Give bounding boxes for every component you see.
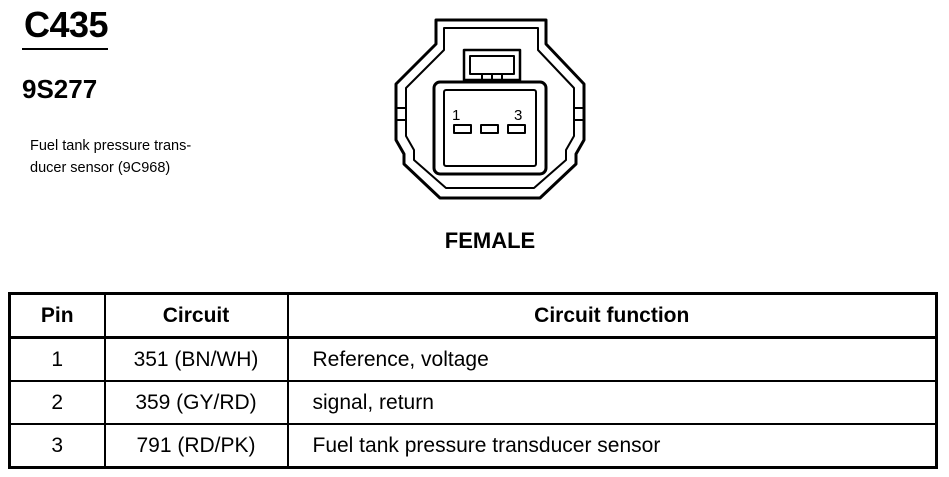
pin-2-terminal [480, 124, 499, 134]
description-line-1: Fuel tank pressure trans- [30, 138, 192, 154]
connector-gender-label: FEMALE [444, 228, 536, 253]
pin-3-terminal [507, 124, 526, 134]
circuit-cell: 351 (BN/WH) [103, 336, 289, 382]
connector-description: Fuel tank pressure trans- ducer sensor (… [30, 135, 250, 179]
connector-code: C435 [24, 4, 109, 45]
circuit-cell: 359 (GY/RD) [103, 380, 289, 425]
header-circuit: Circuit [103, 292, 289, 339]
function-cell: signal, return [286, 380, 938, 425]
latch-inner [469, 55, 515, 75]
function-cell: Reference, voltage [286, 336, 938, 382]
connector-inner-shell [405, 27, 575, 189]
pin-cell: 3 [8, 423, 106, 469]
pin-cell: 2 [8, 380, 106, 425]
pin-1-label: 1 [452, 107, 460, 124]
connector-outer-shell [394, 18, 586, 200]
header-pin: Pin [8, 292, 106, 339]
connector-face-diagram: 1 3 [394, 18, 586, 200]
header-circuit-function: Circuit function [286, 292, 938, 339]
side-notch-right [574, 107, 584, 121]
part-number: 9S277 [22, 74, 98, 104]
circuit-cell: 791 (RD/PK) [103, 423, 289, 469]
terminal-cavity-outer [432, 80, 548, 176]
pin-1-terminal [453, 124, 472, 134]
pin-3-label: 3 [514, 107, 522, 124]
side-notch-left [396, 107, 406, 121]
pin-circuit-table: Pin Circuit Circuit function 1 351 (BN/W… [8, 292, 938, 469]
table-row: 1 351 (BN/WH) Reference, voltage [8, 336, 938, 382]
terminal-cavity-inner [443, 89, 537, 167]
table-header-row: Pin Circuit Circuit function [8, 292, 938, 339]
title-underline [22, 48, 108, 50]
function-cell: Fuel tank pressure transducer sensor [286, 423, 938, 469]
table-row: 3 791 (RD/PK) Fuel tank pressure transdu… [8, 423, 938, 469]
table-row: 2 359 (GY/RD) signal, return [8, 380, 938, 425]
description-line-2: ducer sensor (9C968) [30, 160, 171, 176]
pin-cell: 1 [8, 336, 106, 382]
